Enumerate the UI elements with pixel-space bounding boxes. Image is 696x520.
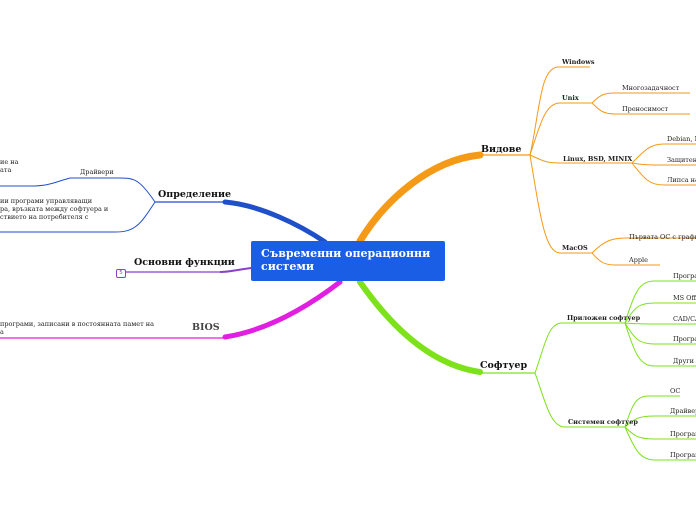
node-unix-portable[interactable]: Преносимост	[622, 105, 669, 113]
connector-unix	[529, 102, 592, 156]
connector-sys	[534, 372, 625, 428]
connector-app-4	[624, 322, 696, 345]
node-drivers-note[interactable]: ие на ата	[0, 158, 19, 174]
node-linux[interactable]: Linux, BSD, MINIX	[563, 155, 633, 163]
connector-app	[534, 322, 625, 374]
connector-linux-debian	[631, 143, 696, 164]
connector-def-note	[0, 201, 156, 233]
connector-sys-1	[624, 395, 680, 428]
connector-app-1	[624, 280, 696, 324]
node-macos-apple[interactable]: Apple	[629, 256, 648, 264]
node-sys-2[interactable]: Драйвер	[670, 407, 696, 415]
node-macos-first[interactable]: Първата ОС с графич	[629, 233, 696, 241]
topic-functions[interactable]: Основни функции	[134, 257, 235, 268]
connector-linux-security	[631, 162, 696, 166]
node-app-5[interactable]: Други	[673, 357, 695, 365]
topic-definition[interactable]: Определение	[158, 189, 232, 200]
connector-unix-multitask	[591, 92, 690, 104]
node-app-2[interactable]: MS Offi	[673, 294, 696, 302]
branch-bios-trunk	[222, 279, 343, 340]
node-unix[interactable]: Unix	[562, 94, 579, 102]
node-linux-debian[interactable]: Debian, M	[667, 135, 696, 143]
branch-functions-trunk	[219, 267, 252, 273]
node-app-software[interactable]: Приложен софтуер	[567, 314, 641, 322]
node-bios-note[interactable]: програми, записани в постоянната памет н…	[0, 320, 154, 336]
connector-sys-3	[624, 426, 696, 440]
node-sys-3[interactable]: Програм	[670, 430, 696, 438]
connector-drivers	[70, 177, 156, 203]
connector-app-5	[624, 322, 696, 367]
connector-drivers-note	[0, 177, 71, 187]
node-unix-multitask[interactable]: Многозадачност	[622, 84, 680, 92]
node-linux-security[interactable]: Защитен	[667, 156, 696, 164]
connector-linux	[529, 154, 632, 164]
topic-softuer-label[interactable]: Софтуер	[480, 360, 528, 371]
topic-vidove[interactable]: Видове	[481, 144, 522, 155]
node-sys-1[interactable]: ОС	[670, 387, 681, 395]
connector-unix-portable	[591, 102, 690, 115]
node-sys-4[interactable]: Програм	[670, 451, 696, 459]
branch-vidove-trunk	[356, 151, 484, 245]
node-definition-note[interactable]: ии програми управляващи ра, връзката меж…	[0, 197, 109, 221]
connector-macos-first	[591, 237, 696, 254]
topic-bios[interactable]: BIOS	[192, 322, 220, 333]
connector-linux-missing	[631, 162, 696, 186]
node-app-3[interactable]: CAD/CA	[673, 315, 696, 323]
connector-macos-apple	[591, 252, 660, 266]
connector-sys-4	[624, 426, 696, 461]
branch-definition-trunk	[222, 199, 328, 245]
node-app-1[interactable]: Програ	[673, 272, 696, 280]
connector-app-2	[624, 302, 696, 324]
node-drivers[interactable]: Драйвери	[80, 168, 114, 176]
node-windows[interactable]: Windows	[562, 58, 595, 66]
node-sys-software[interactable]: Системен софтуер	[568, 418, 638, 426]
collapsed-count-badge[interactable]: 5	[116, 269, 126, 278]
root-topic[interactable]: Съвременни операционни системи	[251, 241, 445, 281]
connector-macos	[529, 154, 592, 254]
connector-windows	[529, 66, 590, 156]
node-macos[interactable]: MacOS	[562, 244, 588, 252]
connector-app-3	[624, 322, 696, 325]
node-app-4[interactable]: Програ	[673, 335, 696, 343]
connector-sys-2	[624, 415, 696, 428]
node-linux-missing[interactable]: Липса на	[667, 176, 696, 184]
branch-softuer-trunk	[357, 279, 483, 375]
